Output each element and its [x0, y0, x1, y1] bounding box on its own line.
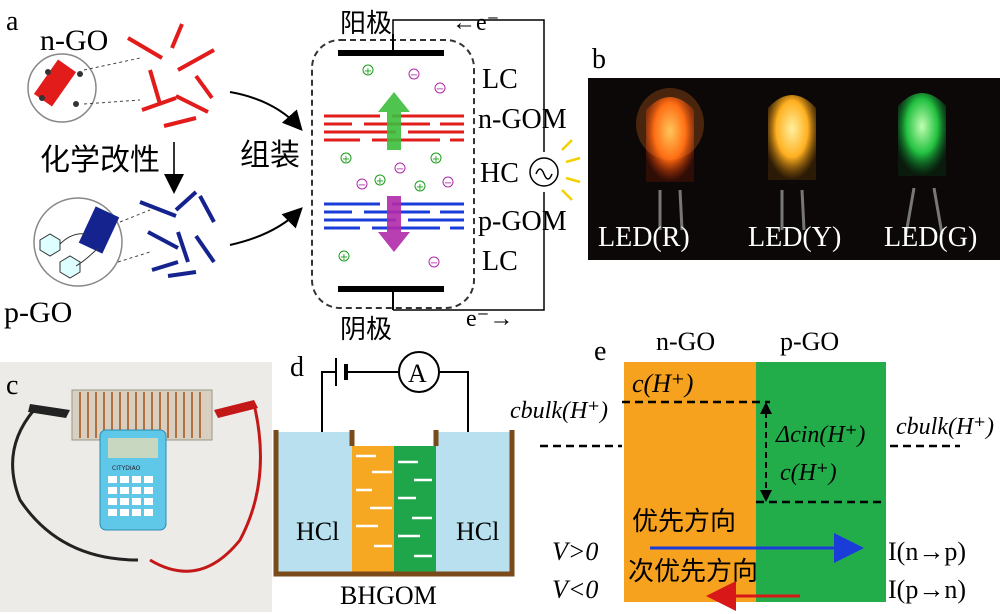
n-gom-stack	[324, 114, 464, 142]
red-clip	[214, 400, 258, 418]
panel-e-letter: e	[594, 336, 606, 367]
calculator: CITYDIAO	[99, 429, 167, 531]
container-walls	[273, 430, 515, 577]
v-positive-label: V>0	[552, 537, 598, 566]
calculator-brand: CITYDIAO	[112, 465, 141, 472]
p-go-sheets	[139, 190, 216, 278]
minus-sign: −	[396, 164, 404, 175]
left-reservoir	[276, 432, 352, 572]
panel-c: c CITYDIAO	[0, 362, 272, 612]
led-g-label: LED(G)	[884, 222, 977, 253]
i-p-to-n-label: I(p→n)	[888, 575, 966, 604]
p-gom-label: p-GOM	[478, 206, 567, 237]
plus-sign: +	[364, 66, 372, 77]
cathode-label: 阴极	[340, 315, 392, 345]
plus-sign: +	[416, 182, 424, 193]
led-y-label: LED(Y)	[748, 222, 841, 253]
assembly-label: 组装	[240, 138, 300, 173]
bhgom-label: BHGOM	[340, 581, 437, 610]
ammeter	[398, 351, 440, 393]
c-h-mid-label: c(H⁺)	[780, 460, 837, 486]
panel-a: a n-GO p-GO 化学改性 组装	[4, 6, 581, 345]
assembly-arrow-top	[229, 91, 303, 131]
secondary-direction-label: 次优先方向	[628, 557, 758, 587]
led-green	[898, 93, 946, 235]
panel-e: e n-GO p-GO c(H⁺) cbulk(H⁺) cbulk(H⁺) Δc…	[510, 327, 994, 611]
led-r-label: LED(R)	[598, 222, 690, 253]
green-membrane	[394, 446, 436, 572]
panel-a-letter: a	[6, 6, 19, 37]
device	[311, 34, 475, 310]
hc-label: HC	[480, 158, 519, 189]
v-negative-label: V<0	[552, 575, 598, 604]
cation-flux-arrow	[378, 92, 410, 150]
panel-d-letter: d	[290, 352, 304, 383]
preferred-direction-label: 优先方向	[632, 507, 736, 537]
led-yellow	[768, 95, 816, 231]
cbulk-right-label: cbulk(H⁺)	[896, 414, 994, 440]
minus-sign: −	[430, 258, 438, 269]
lc-top-label: LC	[482, 64, 518, 95]
p-gom-stack	[324, 202, 464, 230]
external-circuit	[392, 19, 559, 311]
hcl-right-label: HCl	[456, 517, 499, 546]
red-wire	[149, 403, 262, 573]
electron-bottom-label: e⁻→	[466, 306, 513, 332]
panel-b-letter: b	[592, 44, 606, 75]
modification-label: 化学改性	[40, 143, 160, 178]
hcl-left-label: HCl	[296, 517, 339, 546]
n-go-label: n-GO	[40, 24, 108, 57]
lc-bottom-label: LC	[482, 246, 518, 277]
concentration-profile	[540, 400, 960, 504]
cbulk-left-label: cbulk(H⁺)	[510, 398, 608, 424]
n-gom-label: n-GOM	[478, 104, 567, 135]
plus-sign: +	[342, 154, 350, 165]
led-red	[636, 88, 704, 231]
bulb-rays	[561, 139, 581, 201]
cathode-electrode	[338, 286, 444, 292]
anion-flux-arrow	[378, 196, 410, 252]
plus-sign: +	[340, 252, 348, 263]
c-h-top-label: c(H⁺)	[632, 369, 693, 398]
p-go-magnifier	[33, 197, 151, 287]
ions: + + + + + + − − − − − −	[338, 64, 454, 269]
anode-label: 阳极	[340, 9, 392, 39]
n-go-header: n-GO	[656, 327, 715, 356]
delta-arrowheads	[760, 402, 772, 502]
panel-b: b LED(R) LED(Y) LED(G)	[588, 44, 1000, 260]
minus-sign: −	[436, 84, 444, 95]
minus-sign: −	[444, 178, 452, 189]
i-n-to-p-label: I(n→p)	[888, 537, 966, 566]
plus-sign: +	[432, 154, 440, 165]
n-go-sheets	[126, 23, 215, 128]
membrane-gaps	[356, 454, 432, 558]
minus-sign: −	[358, 180, 366, 191]
electron-top-label: ←e⁻	[452, 10, 499, 36]
n-go-magnifier	[27, 53, 141, 123]
black-wire	[11, 409, 139, 562]
p-go-region	[756, 362, 886, 602]
minus-sign: −	[410, 70, 418, 81]
plus-sign: +	[376, 176, 384, 187]
delta-c-label: Δcin(H⁺)	[775, 422, 865, 448]
panel-d: d A HCl HCl BHGOM	[273, 351, 515, 610]
ammeter-label: A	[408, 359, 427, 388]
anode-electrode	[338, 50, 444, 56]
assembly-arrow-bottom	[229, 207, 303, 246]
right-reservoir	[436, 432, 512, 572]
panel-c-letter: c	[6, 370, 18, 401]
black-clip	[28, 404, 70, 418]
p-go-label: p-GO	[4, 296, 72, 329]
p-go-header: p-GO	[780, 327, 839, 356]
